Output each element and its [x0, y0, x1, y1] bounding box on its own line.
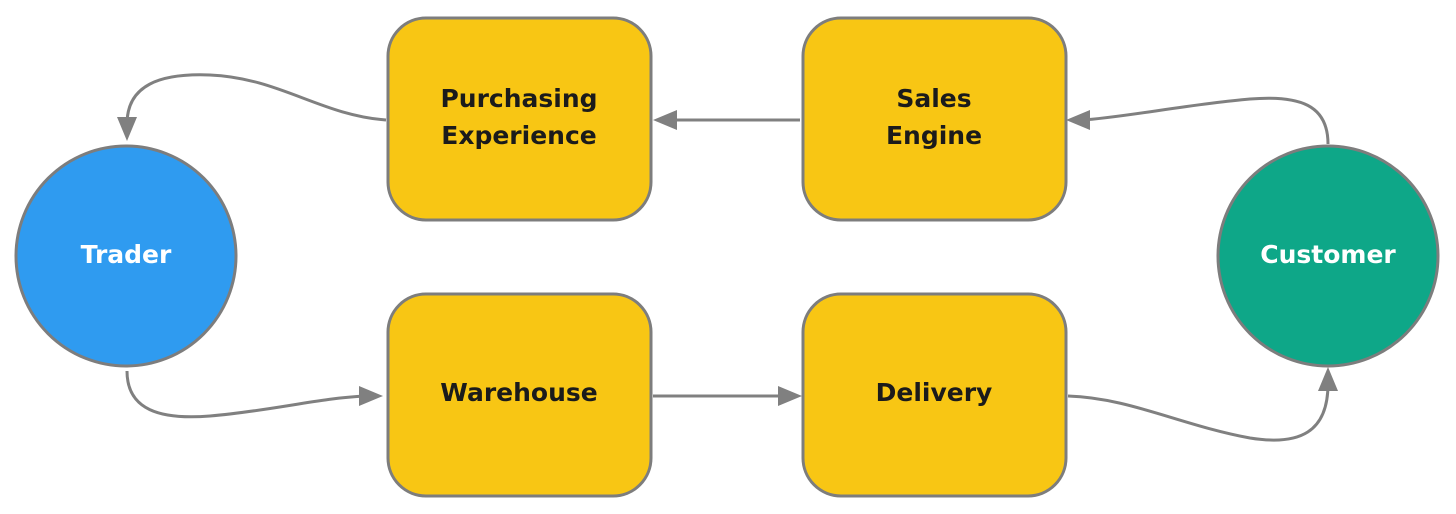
customer-label: Customer	[1260, 240, 1396, 269]
arrowhead-trader	[117, 117, 137, 141]
arrowhead-sales-engine	[1066, 110, 1090, 130]
edge-delivery-to-customer	[1067, 383, 1330, 442]
node-delivery: Delivery	[801, 292, 1068, 498]
node-purchasing-experience: Purchasing Experience	[386, 16, 653, 222]
delivery-box	[801, 292, 1068, 498]
arrowhead-delivery	[778, 386, 802, 406]
sales-engine-box	[801, 16, 1068, 222]
sales-engine-label-line1: Sales	[896, 84, 971, 113]
delivery-label: Delivery	[876, 378, 993, 407]
arrowhead-customer	[1318, 367, 1338, 391]
edge-purchasing-to-trader	[125, 73, 387, 125]
customer-circle	[1216, 144, 1440, 368]
node-warehouse: Warehouse	[386, 292, 653, 498]
edge-trader-to-warehouse	[125, 370, 366, 419]
purchasing-experience-label-line2: Experience	[441, 121, 596, 150]
purchasing-experience-label-line1: Purchasing	[440, 84, 597, 113]
warehouse-label: Warehouse	[440, 378, 597, 407]
edge-customer-to-sales-engine	[1081, 96, 1330, 145]
sales-engine-label-line2: Engine	[886, 121, 982, 150]
node-trader: Trader	[14, 144, 238, 368]
purchasing-experience-box	[386, 16, 653, 222]
edges	[117, 73, 1338, 442]
node-customer: Customer	[1216, 144, 1440, 368]
node-sales-engine: Sales Engine	[801, 16, 1068, 222]
arrowhead-purchasing	[653, 110, 677, 130]
warehouse-box	[386, 292, 653, 498]
arrowhead-warehouse	[359, 386, 383, 406]
trader-circle	[14, 144, 238, 368]
trader-label: Trader	[81, 240, 172, 269]
